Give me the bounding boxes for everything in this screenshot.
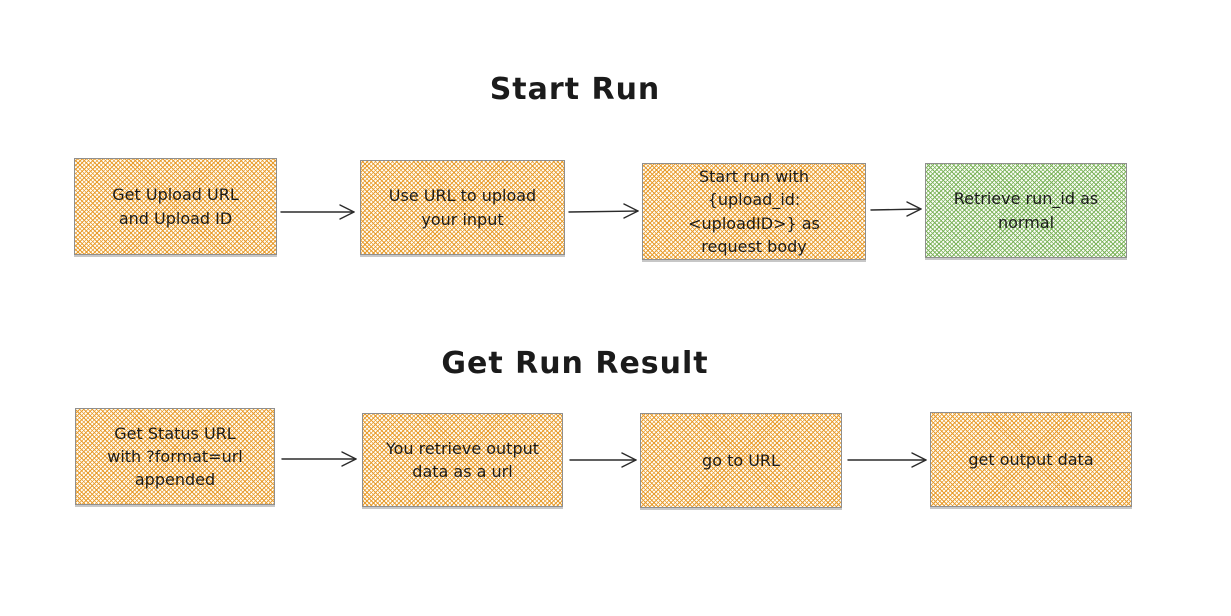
node-get-upload-url: Get Upload URL and Upload ID — [74, 158, 277, 255]
flow-arrow — [569, 452, 637, 468]
flow-title-get-run-result: Get Run Result — [441, 346, 709, 381]
node-use-url-to-upload: Use URL to upload your input — [360, 160, 565, 255]
node-retrieve-run-id: Retrieve run_id as normal — [925, 163, 1127, 258]
node-get-output-data: get output data — [930, 412, 1132, 507]
flow-arrow — [281, 451, 357, 467]
node-retrieve-output-url: You retrieve output data as a url — [362, 413, 563, 507]
flow-arrow — [280, 204, 355, 220]
flow-arrow — [568, 203, 639, 219]
node-get-status-url: Get Status URL with ?format=url appended — [75, 408, 275, 505]
node-start-run-with-upload-id: Start run with {upload_id: <uploadID>} a… — [642, 163, 866, 260]
flow-title-start-run: Start Run — [489, 72, 661, 107]
flow-arrow — [870, 201, 922, 217]
node-go-to-url: go to URL — [640, 413, 842, 508]
flow-arrow — [847, 452, 927, 468]
